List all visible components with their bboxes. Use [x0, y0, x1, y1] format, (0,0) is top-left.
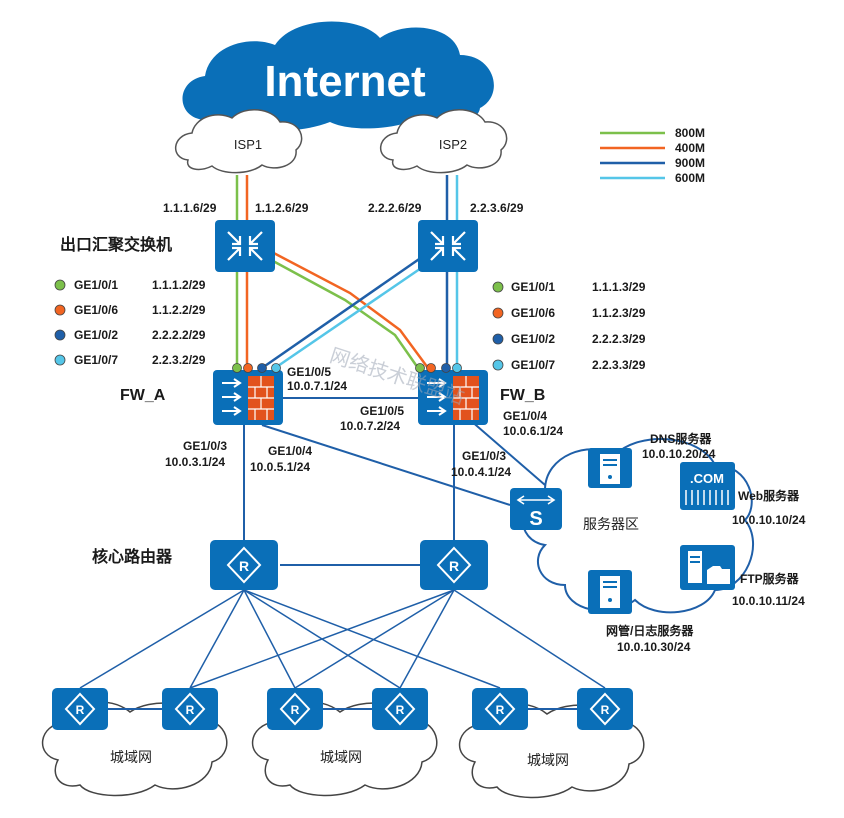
right-port-ip-2: 1.1.2.3/29	[592, 306, 646, 320]
internet-title: Internet	[264, 57, 426, 106]
ftp-ip: 10.0.10.11/24	[732, 594, 805, 608]
left-port-1: GE1/0/1	[74, 278, 118, 292]
right-port-4: GE1/0/7	[511, 358, 555, 372]
metro-routers: R R R R R R	[52, 688, 633, 730]
metro-router-glyph: R	[601, 703, 610, 717]
legend-label-400m: 400M	[675, 141, 705, 155]
right-port-3: GE1/0/2	[511, 332, 555, 346]
fw-b-ge103-ip: 10.0.4.1/24	[451, 465, 511, 479]
metro-router-glyph: R	[186, 703, 195, 717]
fw-a-ge104: GE1/0/4	[268, 444, 312, 458]
switch-title: 出口汇聚交换机	[60, 235, 172, 254]
metro-router-2a: R	[267, 688, 323, 730]
right-port-ip-3: 2.2.2.3/29	[592, 332, 646, 346]
fw-a-ge105-ip: 10.0.7.1/24	[287, 379, 347, 393]
core-router-left: R	[210, 540, 278, 590]
legend-label-800m: 800M	[675, 126, 705, 140]
metro-router-3a: R	[472, 688, 528, 730]
left-port-ip-3: 2.2.2.2/29	[152, 328, 206, 342]
internet-cloud-shape	[182, 21, 494, 131]
left-port-list: GE1/0/1 GE1/0/6 GE1/0/2 GE1/0/7 1.1.1.2/…	[54, 278, 206, 367]
isp1-ip-a: 1.1.1.6/29	[163, 201, 217, 215]
fw-b-ge105-ip: 10.0.7.2/24	[340, 419, 400, 433]
web-server-icon: .COM	[680, 462, 735, 510]
isp2-label: ISP2	[439, 137, 467, 152]
isp1-ip-b: 1.1.2.6/29	[255, 201, 309, 215]
legend-label-600m: 600M	[675, 171, 705, 185]
metro-label-2: 城域网	[320, 749, 362, 765]
metro-router-2b: R	[372, 688, 428, 730]
ftp-server-icon	[680, 545, 735, 590]
dns-server-icon	[588, 448, 632, 488]
right-port-2: GE1/0/6	[511, 306, 555, 320]
metro-router-3b: R	[577, 688, 633, 730]
web-ip: 10.0.10.10/24	[732, 513, 806, 527]
isp2-cloud: ISP2	[380, 109, 508, 174]
firewall-b	[415, 363, 488, 425]
left-port-ip-4: 2.2.3.2/29	[152, 353, 206, 367]
web-label: Web服务器	[738, 488, 800, 503]
isp1-label: ISP1	[234, 137, 262, 152]
left-port-2: GE1/0/6	[74, 303, 118, 317]
metro-router-1a: R	[52, 688, 108, 730]
fw-b-label: FW_B	[500, 387, 545, 404]
dns-ip: 10.0.10.20/24	[642, 447, 716, 461]
firewall-a	[213, 363, 283, 425]
metro-label-1: 城域网	[110, 749, 152, 765]
metro-router-1b: R	[162, 688, 218, 730]
nms-ip: 10.0.10.30/24	[617, 640, 691, 654]
metro-router-glyph: R	[496, 703, 505, 717]
isp2-ip-a: 2.2.2.6/29	[368, 201, 422, 215]
isp1-cloud: ISP1	[175, 109, 303, 174]
fw-a-ge103-ip: 10.0.3.1/24	[165, 455, 225, 469]
right-port-list: GE1/0/1 GE1/0/6 GE1/0/2 GE1/0/7 1.1.1.3/…	[492, 280, 646, 372]
right-port-ip-1: 1.1.1.3/29	[592, 280, 646, 294]
server-switch: S	[510, 488, 562, 530]
left-port-ip-2: 1.1.2.2/29	[152, 303, 206, 317]
fw-a-ge104-ip: 10.0.5.1/24	[250, 460, 310, 474]
fw-b-ge104-ip: 10.0.6.1/24	[503, 424, 563, 438]
metro-label-3: 城域网	[527, 752, 569, 768]
core-router-left-glyph: R	[239, 558, 249, 574]
dns-label: DNS服务器	[650, 431, 712, 446]
core-router-label: 核心路由器	[92, 547, 173, 566]
nms-server-icon	[588, 570, 632, 614]
fw-a-label: FW_A	[120, 387, 166, 404]
fw-b-ge105: GE1/0/5	[360, 404, 404, 418]
server-zone-label: 服务器区	[583, 516, 639, 532]
metro-router-glyph: R	[76, 703, 85, 717]
left-port-3: GE1/0/2	[74, 328, 118, 342]
fw-b-ge104: GE1/0/4	[503, 409, 547, 423]
fw-a-ge103: GE1/0/3	[183, 439, 227, 453]
metro-router-glyph: R	[396, 703, 405, 717]
links	[79, 175, 606, 689]
right-port-1: GE1/0/1	[511, 280, 555, 294]
left-port-4: GE1/0/7	[74, 353, 118, 367]
fw-b-ge103: GE1/0/3	[462, 449, 506, 463]
left-port-ip-1: 1.1.1.2/29	[152, 278, 206, 292]
right-port-ip-4: 2.2.3.3/29	[592, 358, 646, 372]
legend-label-900m: 900M	[675, 156, 705, 170]
bandwidth-legend: 800M 400M 900M 600M	[600, 126, 705, 185]
isp2-ip-b: 2.2.3.6/29	[470, 201, 524, 215]
switch-s-glyph: S	[529, 508, 542, 530]
metro-router-glyph: R	[291, 703, 300, 717]
core-router-right: R	[420, 540, 488, 590]
nms-label: 网管/日志服务器	[606, 623, 694, 638]
egress-switch-right	[418, 220, 478, 272]
internet-cloud: Internet	[182, 21, 494, 131]
egress-switch-left	[215, 220, 275, 272]
core-router-right-glyph: R	[449, 558, 459, 574]
com-text: .COM	[690, 471, 724, 486]
ftp-label: FTP服务器	[740, 571, 800, 586]
fw-a-ge105: GE1/0/5	[287, 365, 331, 379]
